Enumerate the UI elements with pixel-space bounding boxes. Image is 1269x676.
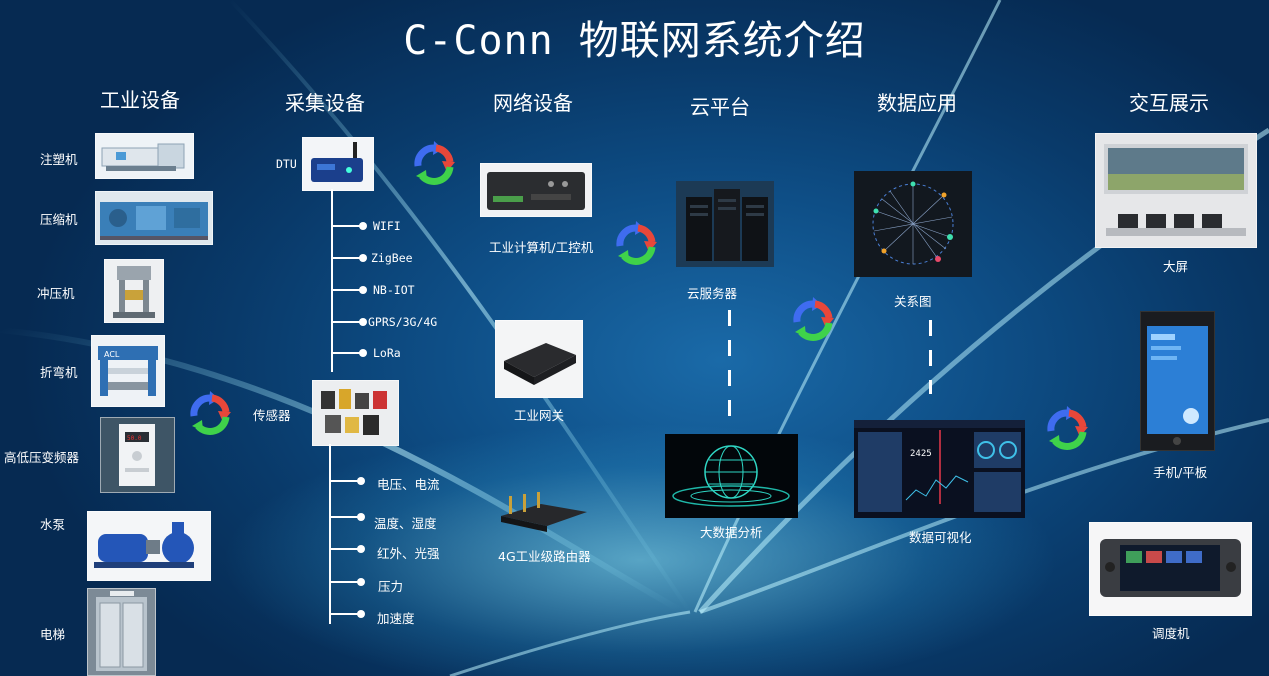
protocol-zigbee: ZigBee <box>371 251 413 265</box>
network-label-router: 4G工业级路由器 <box>498 549 591 564</box>
device-label-press: 冲压机 <box>37 286 75 301</box>
sensor-branch <box>330 548 360 550</box>
dtu-branch <box>332 352 362 354</box>
dtu-branch-dot <box>359 349 367 357</box>
bending-machine-image: ACL <box>91 335 165 407</box>
device-label-pump: 水泵 <box>40 517 66 532</box>
press-machine-image <box>104 259 164 323</box>
page-title: C-Conn 物联网系统介绍 <box>403 18 866 64</box>
cloud-dashed-connector <box>728 310 731 430</box>
cloud-server-image <box>676 181 774 267</box>
sensor-branch <box>330 516 360 518</box>
data-visualization-label: 数据可视化 <box>909 530 972 545</box>
water-pump-image <box>87 511 211 581</box>
display-label-screen: 大屏 <box>1163 259 1189 274</box>
sensor-tree-line <box>329 444 331 624</box>
sync-cycle-icon <box>793 297 834 341</box>
dtu-branch <box>332 225 362 227</box>
header-cloud: 云平台 <box>690 95 750 119</box>
device-label-elevator: 电梯 <box>40 627 66 642</box>
relation-graph-label: 关系图 <box>894 294 932 309</box>
compressor-image <box>95 191 213 245</box>
dtu-branch-dot <box>359 286 367 294</box>
header-display: 交互展示 <box>1129 91 1209 115</box>
4g-router-image <box>497 490 590 536</box>
sensor-branch <box>330 613 360 615</box>
sensor-type-temperature: 温度、湿度 <box>374 516 437 531</box>
device-label-inverter: 高低压变频器 <box>4 450 80 465</box>
sensor-branch <box>330 581 360 583</box>
sensor-type-infrared: 红外、光强 <box>377 546 440 561</box>
sync-cycle-icon <box>616 221 657 265</box>
protocol-wifi: WIFI <box>373 219 401 233</box>
sync-cycle-icon <box>190 391 231 435</box>
sensor-branch-dot <box>357 610 365 618</box>
display-label-mobile: 手机/平板 <box>1153 465 1208 480</box>
mobile-tablet-image <box>1140 311 1215 451</box>
svg-text:ACL: ACL <box>104 350 120 359</box>
network-label-gateway: 工业网关 <box>514 408 565 423</box>
dtu-device-image <box>302 137 374 191</box>
device-label-injection: 注塑机 <box>40 152 78 167</box>
dashboard-number: 2425 <box>910 449 932 459</box>
sensor-label: 传感器 <box>253 408 291 423</box>
dtu-tree-line <box>331 189 333 372</box>
sensor-branch-dot <box>357 513 365 521</box>
header-network: 网络设备 <box>493 91 573 115</box>
dispatcher-console-image <box>1089 522 1252 616</box>
bigdata-globe-image <box>665 434 798 518</box>
industrial-gateway-image <box>495 320 583 398</box>
dtu-label: DTU <box>276 157 297 171</box>
data-dashed-connector <box>929 320 932 394</box>
dtu-branch-dot <box>359 222 367 230</box>
sensor-type-voltage: 电压、电流 <box>377 477 440 492</box>
elevator-image <box>87 588 156 676</box>
sensor-type-acceleration: 加速度 <box>377 611 415 626</box>
header-data-app: 数据应用 <box>877 91 957 115</box>
sensor-branch <box>330 480 360 482</box>
relation-graph-image <box>854 171 972 277</box>
device-label-bender: 折弯机 <box>40 365 78 380</box>
dtu-branch <box>332 321 362 323</box>
sensor-branch-dot <box>357 477 365 485</box>
sensor-branch-dot <box>357 578 365 586</box>
display-label-dispatcher: 调度机 <box>1152 626 1190 641</box>
protocol-nbiot: NB-IOT <box>373 283 415 297</box>
protocol-gprs: GPRS/3G/4G <box>368 315 438 329</box>
sync-cycle-icon <box>1047 406 1088 450</box>
bigdata-label: 大数据分析 <box>700 525 763 540</box>
injection-machine-image <box>95 133 194 179</box>
dtu-branch <box>332 257 362 259</box>
header-industrial: 工业设备 <box>100 88 180 112</box>
dtu-branch-dot <box>359 254 367 262</box>
protocol-lora: LoRa <box>373 346 401 360</box>
network-label-ipc: 工业计算机/工控机 <box>489 240 594 255</box>
svg-text:50.0: 50.0 <box>127 435 142 442</box>
sensors-image <box>312 380 399 446</box>
sensor-branch-dot <box>357 545 365 553</box>
inverter-image: 50.0 <box>100 417 175 493</box>
large-screen-image <box>1095 133 1257 248</box>
industrial-pc-image <box>480 163 592 217</box>
sensor-type-pressure: 压力 <box>378 579 404 594</box>
sync-cycle-icon <box>414 141 455 185</box>
header-collection: 采集设备 <box>285 91 365 115</box>
dtu-branch <box>332 289 362 291</box>
device-label-compressor: 压缩机 <box>40 212 78 227</box>
dtu-branch-dot <box>359 318 367 326</box>
cloud-server-label: 云服务器 <box>687 286 738 301</box>
data-visualization-dashboard: 2425 <box>854 420 1025 518</box>
